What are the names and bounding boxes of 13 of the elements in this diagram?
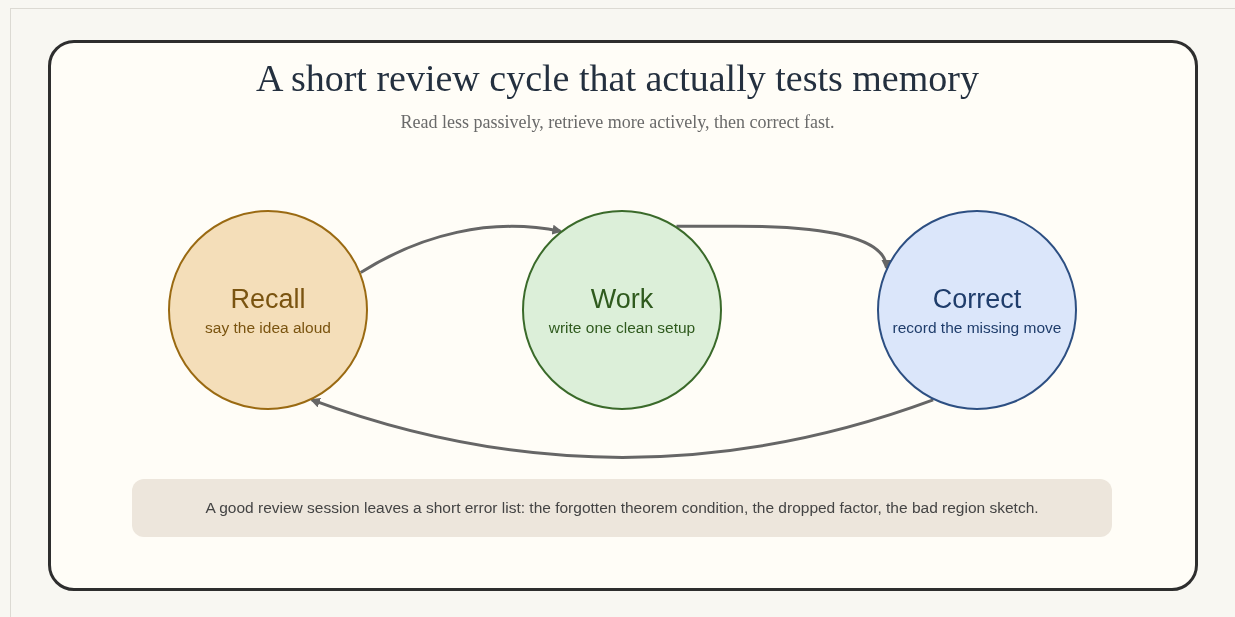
step-description: write one clean setup <box>548 319 696 338</box>
arrow <box>676 224 890 270</box>
subtitle: Read less passively, retrieve more actively, then correct fast. <box>399 112 836 133</box>
step-description: record the missing move <box>892 319 1062 338</box>
step-title: Work <box>590 282 654 316</box>
step-title: Correct <box>932 282 1022 316</box>
arrow <box>309 397 934 459</box>
arrow <box>359 224 563 274</box>
note-text: A good review session leaves a short error list: the forgotten theorem condition, the dropped factor, the bad region sketch. <box>205 499 1039 517</box>
note-box <box>132 479 1112 537</box>
step-title: Recall <box>230 282 306 316</box>
step-description: say the idea aloud <box>205 319 331 338</box>
title: A short review cycle that actually tests memory <box>255 56 980 100</box>
